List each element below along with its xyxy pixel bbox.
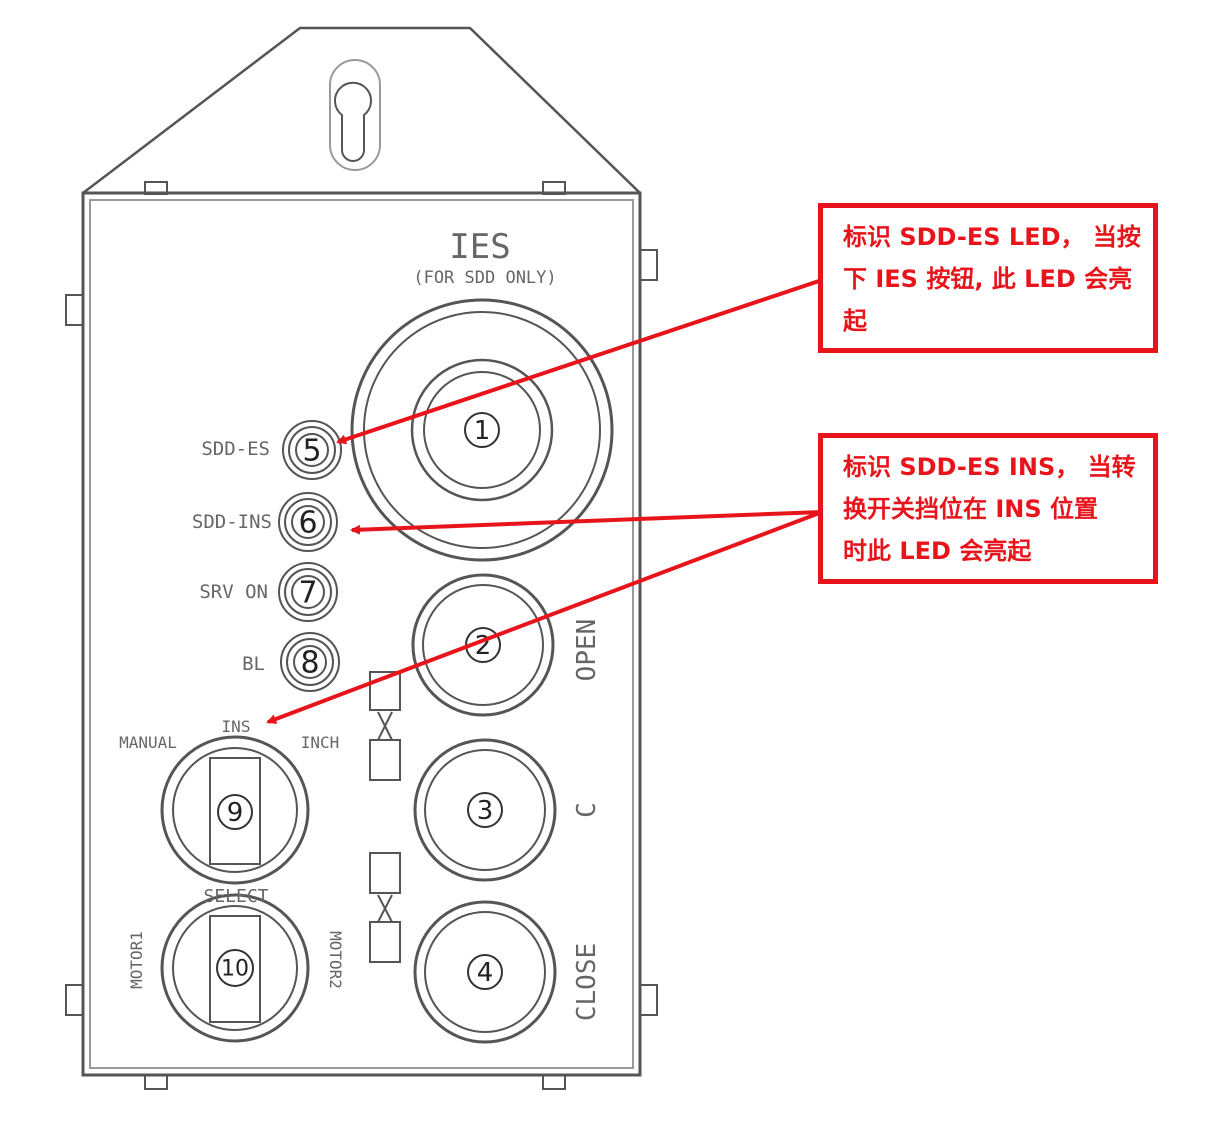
led-7 [278, 562, 338, 622]
open-direction-icon [369, 671, 401, 781]
ies-subtitle: (FOR SDD ONLY) [413, 268, 556, 288]
selector-number: 10 [221, 957, 249, 982]
motor1-label: MOTOR1 [127, 931, 146, 989]
led-label: BL [242, 653, 265, 675]
callout-line: 换开关挡位在 INS 位置 [843, 495, 1099, 523]
led-number: 5 [302, 434, 321, 469]
keyhole-icon [334, 81, 372, 162]
select-label: SELECT [203, 886, 268, 907]
selector-number: 9 [227, 798, 244, 828]
close-direction-icon [369, 852, 401, 963]
led-6 [278, 492, 338, 552]
callout-arrow-sdd-es [336, 278, 823, 445]
open-label: OPEN [572, 619, 602, 682]
led-8 [280, 632, 340, 692]
manual-label: MANUAL [119, 733, 177, 752]
button-number: 3 [477, 796, 494, 826]
panel-body [81, 191, 642, 1077]
button-number: 1 [474, 416, 491, 446]
button-number: 4 [477, 958, 494, 988]
led-number: 8 [300, 646, 319, 681]
c-label: C [572, 802, 602, 818]
led-label: SDD-ES [201, 438, 270, 460]
led-label: SRV ON [199, 581, 268, 603]
ies-title: IES [449, 227, 510, 267]
callout-sdd-es-ins: 标识 SDD-ES INS， 当转 换开关挡位在 INS 位置 时此 LED 会… [818, 433, 1158, 584]
callout-arrow-sdd-ins-led [350, 510, 823, 535]
mounting-bracket [82, 26, 641, 194]
callout-line: 起 [843, 307, 867, 335]
callout-sdd-es-led: 标识 SDD-ES LED， 当按 下 IES 按钮, 此 LED 会亮 起 [818, 203, 1158, 353]
callout-arrow-ins-position [266, 510, 823, 724]
led-label: SDD-INS [192, 511, 272, 533]
motor2-label: MOTOR2 [326, 931, 345, 989]
led-number: 6 [298, 506, 317, 541]
button-number: 2 [475, 631, 492, 661]
callout-line: 下 IES 按钮, 此 LED 会亮 [843, 265, 1133, 293]
led-number: 7 [298, 576, 317, 611]
inch-label: INCH [301, 733, 340, 752]
led-5 [282, 420, 342, 480]
close-label: CLOSE [572, 943, 602, 1021]
ins-label: INS [222, 717, 251, 736]
callout-line: 标识 SDD-ES INS， 当转 [843, 453, 1136, 481]
callout-line: 时此 LED 会亮起 [843, 537, 1032, 565]
callout-line: 标识 SDD-ES LED， 当按 [843, 223, 1141, 251]
